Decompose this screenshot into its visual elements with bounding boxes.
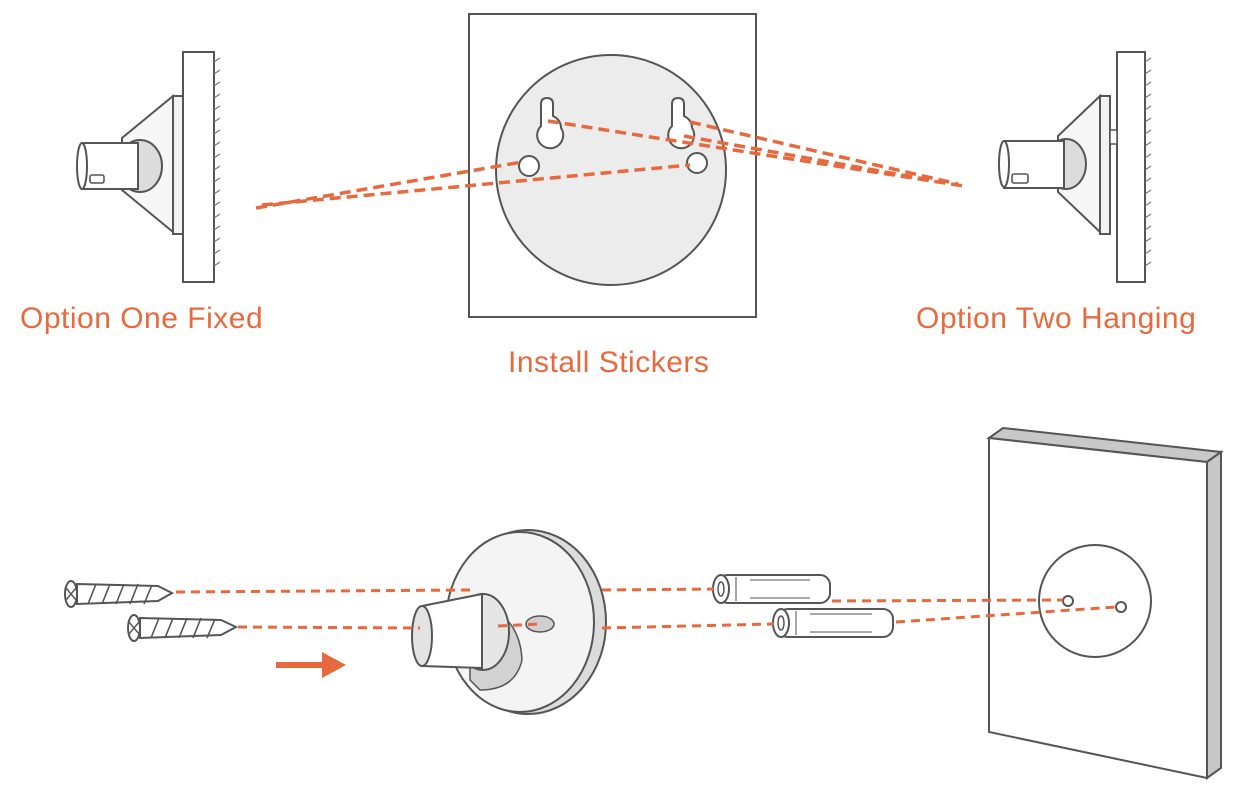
- wall-texture: [213, 57, 221, 267]
- screw-icon: [64, 580, 175, 608]
- wall-texture: [1144, 57, 1152, 267]
- sticker-plate-icon: [468, 13, 757, 318]
- wall-anchor-icon: [772, 608, 894, 638]
- wall-anchor-icon: [712, 574, 831, 604]
- option-one-camera-mount-icon: [76, 51, 221, 283]
- option-two-hanging-label: Option Two Hanging: [916, 302, 1197, 335]
- hole-left: [518, 155, 540, 177]
- direction-arrow-icon: [276, 652, 346, 678]
- guide-lines-bottom: [175, 587, 1117, 630]
- camera-mount-icon: [411, 529, 607, 715]
- screw-icon: [127, 614, 239, 642]
- option-two-camera-mount-icon: [998, 51, 1152, 283]
- wall-panel-icon: [986, 426, 1224, 780]
- option-one-fixed-label: Option One Fixed: [20, 302, 264, 335]
- guide-lines-top: [255, 119, 965, 210]
- hole-right: [686, 152, 708, 174]
- install-stickers-label: Install Stickers: [508, 346, 710, 379]
